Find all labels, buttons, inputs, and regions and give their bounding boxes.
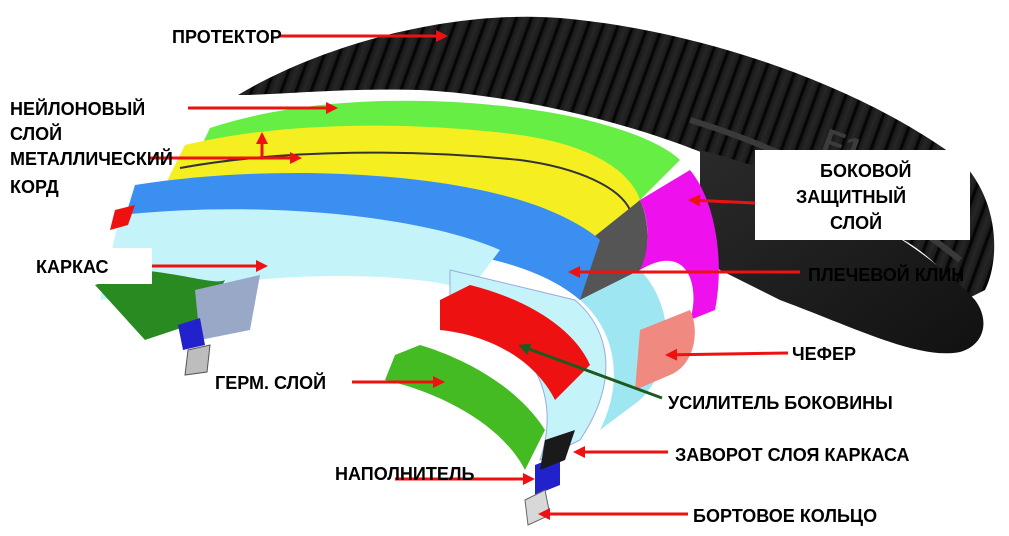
label-nylon-line1: НЕЙЛОНОВЫЙ	[10, 99, 146, 119]
label-side-line3: СЛОЙ	[830, 213, 883, 233]
arrow-turnup	[573, 446, 668, 458]
sidewall-reinforcement-part	[440, 285, 590, 400]
label-turnup: ЗАВОРОТ СЛОЯ КАРКАСА	[675, 445, 910, 465]
label-filler: НАПОЛНИТЕЛЬ	[335, 464, 475, 484]
arrow-side	[688, 194, 756, 207]
arrow-protector	[280, 30, 448, 42]
arrow-nylon-up	[256, 132, 268, 158]
chafer-part	[635, 310, 695, 390]
side-label-box	[755, 150, 970, 240]
label-metal-line1: МЕТАЛЛИЧЕСКИЙ	[10, 149, 173, 169]
label-sidewall-reinforcement: УСИЛИТЕЛЬ БОКОВИНЫ	[668, 393, 893, 413]
carcass-label-box	[20, 248, 152, 284]
label-carcass: КАРКАС	[36, 257, 109, 277]
label-bead: БОРТОВОЕ КОЛЬЦО	[693, 506, 878, 526]
arrow-reinforcement	[518, 343, 663, 400]
arrow-shoulder	[568, 266, 800, 278]
label-nylon-line2: СЛОЙ	[10, 124, 63, 144]
arrow-chafer	[665, 348, 789, 361]
label-side-line2: ЗАЩИТНЫЙ	[796, 187, 907, 207]
label-side-line1: БОКОВОЙ	[820, 161, 912, 181]
label-shoulder: ПЛЕЧЕВОЙ КЛИН	[808, 265, 965, 285]
arrow-metal	[148, 152, 302, 164]
label-innerliner: ГЕРМ. СЛОЙ	[215, 373, 327, 393]
bead-part	[524, 489, 551, 526]
innerliner-part	[385, 345, 545, 470]
label-metal-line2: КОРД	[10, 177, 59, 197]
arrow-group	[148, 30, 800, 520]
arrow-innerliner	[352, 376, 445, 388]
arrow-bead	[538, 508, 688, 520]
label-chafer: ЧЕФЕР	[792, 344, 857, 364]
arrow-filler	[395, 473, 535, 485]
arrow-carcass	[152, 260, 268, 272]
arrow-nylon	[188, 102, 338, 114]
carcass-light-part	[100, 209, 500, 300]
side-protective-part	[640, 170, 719, 320]
shoulder-wedge-part	[578, 200, 648, 300]
label-protector: ПРОТЕКТОР	[172, 27, 282, 47]
